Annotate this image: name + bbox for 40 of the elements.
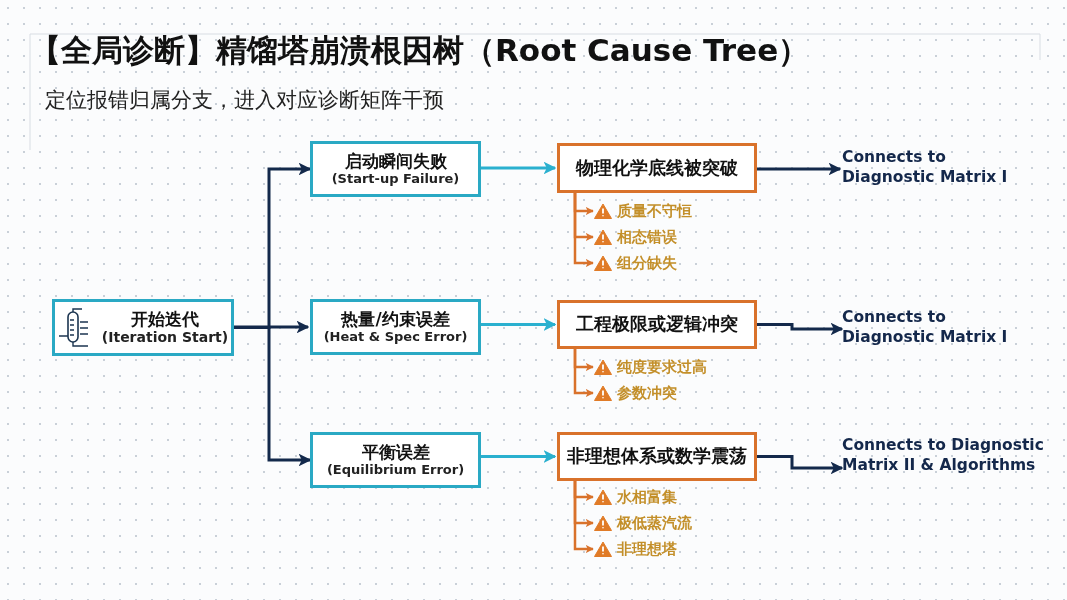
matrix-link-label: Connects to Diagnostic Matrix I [842,307,1009,348]
branch-box [310,299,481,355]
symptom-label: 非理想塔 [617,539,677,559]
symptom-label: 纯度要求过高 [617,357,707,377]
arrow [481,318,557,331]
matrix-link-label: Connects to Diagnostic Matrix II & Algorithms [842,435,1045,476]
branch-box [310,432,481,488]
arrow [573,481,594,553]
english-label: (Equilibrium Error) [326,462,465,479]
english-label: (Heat & Spec Error) [323,329,468,346]
cause-box [557,300,757,349]
symptom-label: 水相富集 [617,487,677,507]
node-title: 开始迭代 [131,308,199,329]
node-title: 热量/约束误差 [341,308,450,330]
node-title: 平衡误差 [361,441,430,463]
arrow [481,450,557,463]
arrow [757,322,844,336]
cause-box [557,432,757,481]
cause-title: 物理化学底线被突破 [576,157,738,179]
symptom-label: 质量不守恒 [617,201,692,221]
arrow [757,455,844,475]
arrow [481,161,557,175]
arrow [573,349,594,397]
subtitle: 定位报错归属分支，进入对应诊断矩阵干预 [45,87,444,114]
english-label: (Iteration Start) [101,328,229,347]
arrow [757,162,842,176]
symptom-label: 相态错误 [617,227,677,247]
symptom-label: 极低蒸汽流 [617,513,692,533]
matrix-link-label: Connects to Diagnostic Matrix I [842,147,1009,188]
arrow [573,193,594,267]
symptom-label: 组分缺失 [617,253,677,273]
branch-box [310,141,481,197]
start-box [52,299,234,356]
node-title: 启动瞬间失败 [344,150,447,172]
cause-title: 非理想体系或数学震荡 [567,446,747,467]
slide-title: 【全局诊断】精馏塔崩溃根因树（Root Cause Tree） [30,31,810,70]
english-label: (Start-up Failure) [331,171,460,188]
cause-box [557,143,757,193]
symptom-label: 参数冲突 [617,383,677,403]
cause-title: 工程极限或逻辑冲突 [576,314,738,335]
